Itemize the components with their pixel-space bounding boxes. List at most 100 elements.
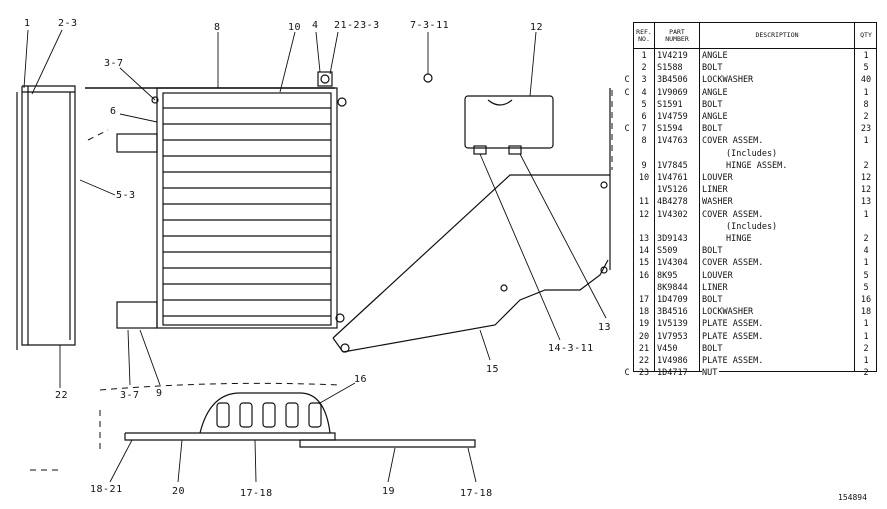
ref-no: 5 (641, 99, 647, 110)
description: LOCKWASHER (702, 74, 854, 86)
change-flag (622, 111, 632, 123)
change-flag (622, 184, 632, 196)
callout-15: 15 (486, 364, 500, 375)
description: ANGLE (702, 50, 854, 62)
callout-17-18-right: 17-18 (460, 488, 493, 499)
description: COVER ASSEM. (702, 257, 854, 269)
cover-assembly-15 (332, 88, 611, 353)
description: BOLT (702, 99, 854, 111)
quantity: 1 (863, 51, 869, 61)
quantity: 12 (860, 173, 872, 183)
ref-no: 14 (638, 246, 650, 257)
description: BOLT (702, 62, 854, 74)
ref-no: 3 (641, 75, 647, 86)
change-flag (622, 294, 632, 306)
table-row: (Includes) (634, 221, 876, 233)
cover-assembly-12 (464, 95, 554, 155)
part-number: 1V4763 (657, 136, 688, 147)
part-number: 1V7953 (657, 331, 688, 342)
ref-no: 19 (638, 319, 650, 330)
change-flag: C (624, 87, 630, 98)
description: LINER (702, 184, 854, 196)
side-plate-22 (16, 85, 76, 350)
part-number: 1D4709 (657, 295, 688, 305)
quantity: 1 (863, 258, 869, 269)
description: HINGE ASSEM. (726, 160, 878, 172)
quantity: 1 (863, 319, 869, 330)
ref-no: 16 (638, 270, 650, 281)
description: COVER ASSEM. (702, 135, 854, 147)
header-qty: QTY (860, 31, 872, 39)
description: ANGLE (702, 111, 854, 123)
quantity: 5 (863, 63, 869, 74)
quantity: 16 (860, 295, 872, 305)
callout-22: 22 (55, 390, 69, 401)
part-number: S1588 (657, 63, 683, 74)
quantity (855, 221, 877, 233)
quantity: 1 (863, 136, 869, 147)
callout-19: 19 (382, 486, 396, 497)
description: BOLT (702, 294, 854, 306)
change-flag (622, 355, 632, 367)
callout-17-18-left: 17-18 (240, 488, 273, 499)
change-flag (622, 99, 632, 111)
quantity: 2 (863, 112, 869, 122)
ref-no: 15 (638, 258, 650, 269)
quantity: 2 (863, 368, 869, 379)
part-number: 1V9069 (657, 87, 688, 98)
description: PLATE ASSEM. (702, 355, 854, 367)
ref-no: 2 (641, 63, 647, 74)
part-number: S1591 (657, 99, 683, 110)
change-flag (622, 257, 632, 269)
change-flag (622, 209, 632, 221)
description: PLATE ASSEM. (702, 318, 854, 330)
change-flag: C (624, 124, 630, 135)
ref-no: 7 (641, 124, 647, 135)
quantity: 1 (863, 356, 869, 366)
quantity: 2 (863, 234, 869, 244)
change-flag: C (624, 368, 630, 379)
callout-8: 8 (214, 22, 221, 33)
callout-21-23-3: 21-23-3 (334, 20, 380, 31)
change-flag (622, 135, 632, 147)
description: BOLT (702, 245, 854, 257)
ref-no: 8 (641, 136, 647, 147)
description: (Includes) (726, 148, 780, 159)
ref-no: 20 (638, 331, 650, 342)
callout-20: 20 (172, 486, 186, 497)
ref-no (634, 221, 654, 233)
part-number: S509 (657, 246, 678, 257)
part-number: 1V4304 (657, 258, 688, 269)
description: PLATE ASSEM. (702, 331, 854, 343)
quantity: 12 (860, 185, 872, 196)
callout-9: 9 (156, 388, 163, 399)
callout-7-3-11: 7-3-11 (410, 20, 450, 31)
change-flag (622, 221, 632, 233)
quantity: 2 (863, 343, 869, 354)
bottom-plate-20 (124, 392, 336, 441)
part-number: 8K95 (657, 270, 678, 281)
callout-14-3-11: 14-3-11 (548, 343, 594, 354)
quantity: 23 (860, 124, 872, 135)
callout-1: 1 (24, 18, 31, 29)
ref-no: 17 (638, 295, 650, 305)
part-number (657, 148, 699, 160)
ref-no: 13 (638, 234, 650, 244)
description: COVER ASSEM. (702, 209, 854, 221)
